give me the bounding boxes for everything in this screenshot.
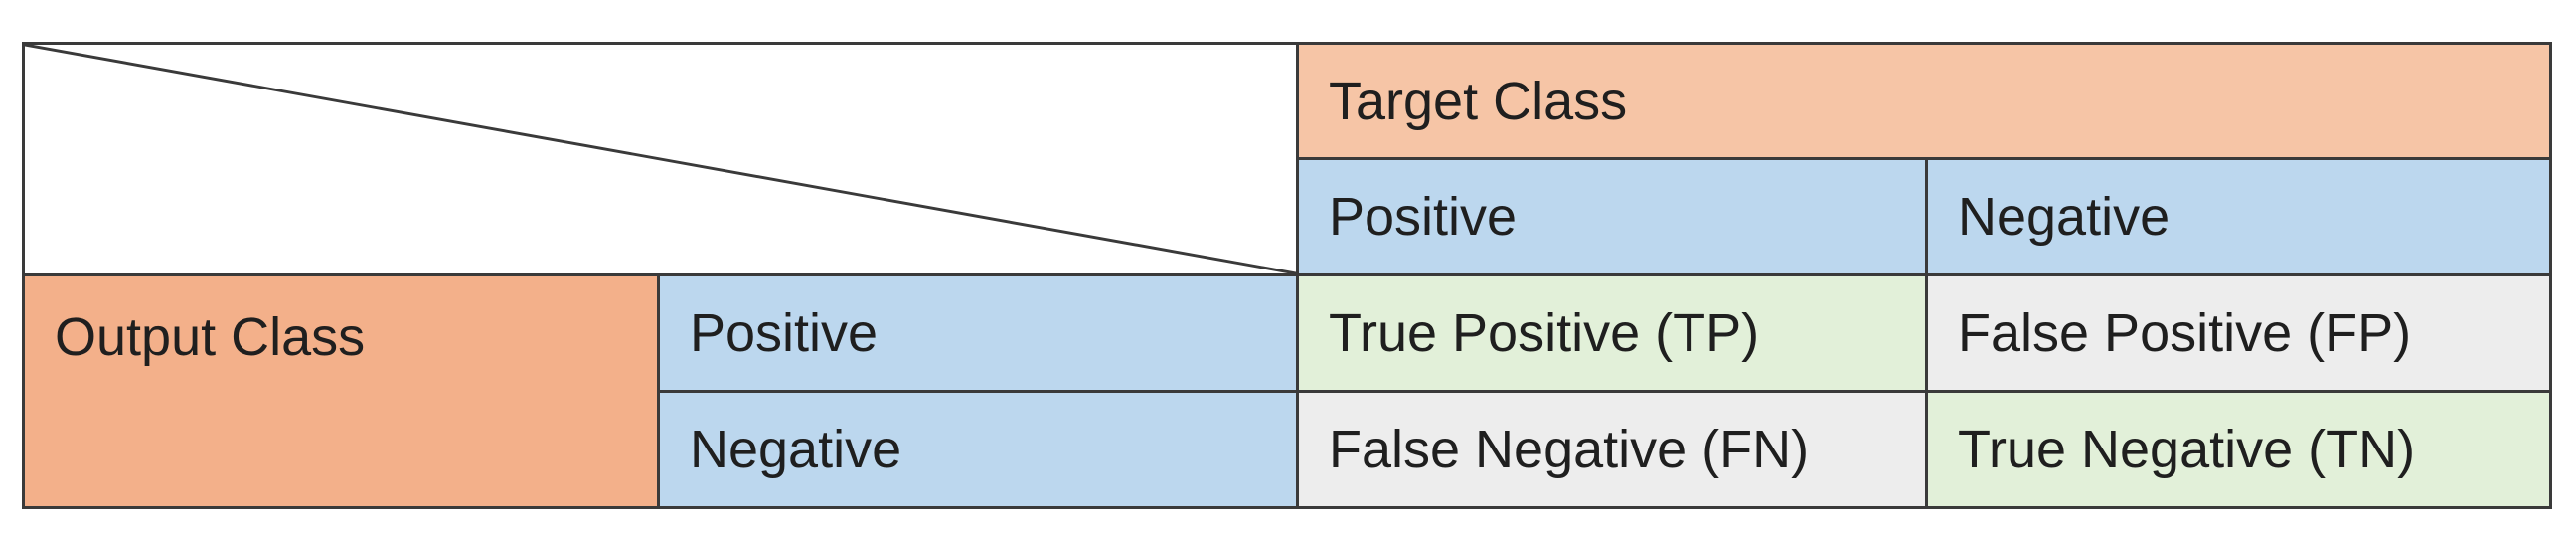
target-class-header: Target Class [1296,42,2552,160]
target-negative-header: Negative [1925,157,2552,276]
diagonal-line [25,45,1296,273]
true-negative-cell: True Negative (TN) [1925,390,2552,509]
false-negative-cell: False Negative (FN) [1296,390,1928,509]
output-positive-label: Positive [690,303,879,363]
true-positive-label: True Positive (TP) [1329,303,1760,363]
target-positive-label: Positive [1329,187,1518,247]
output-negative-header: Negative [657,390,1299,509]
target-negative-label: Negative [1958,187,2171,247]
output-positive-header: Positive [657,273,1299,393]
corner-cell [22,42,1299,276]
true-positive-cell: True Positive (TP) [1296,273,1928,393]
false-positive-label: False Positive (FP) [1958,303,2412,363]
output-class-header: Output Class [22,273,660,509]
false-positive-cell: False Positive (FP) [1925,273,2552,393]
target-positive-header: Positive [1296,157,1928,276]
false-negative-label: False Negative (FN) [1329,420,1810,479]
output-negative-label: Negative [690,420,902,479]
true-negative-label: True Negative (TN) [1958,420,2416,479]
target-class-label: Target Class [1329,71,1628,131]
output-class-label: Output Class [55,307,366,367]
